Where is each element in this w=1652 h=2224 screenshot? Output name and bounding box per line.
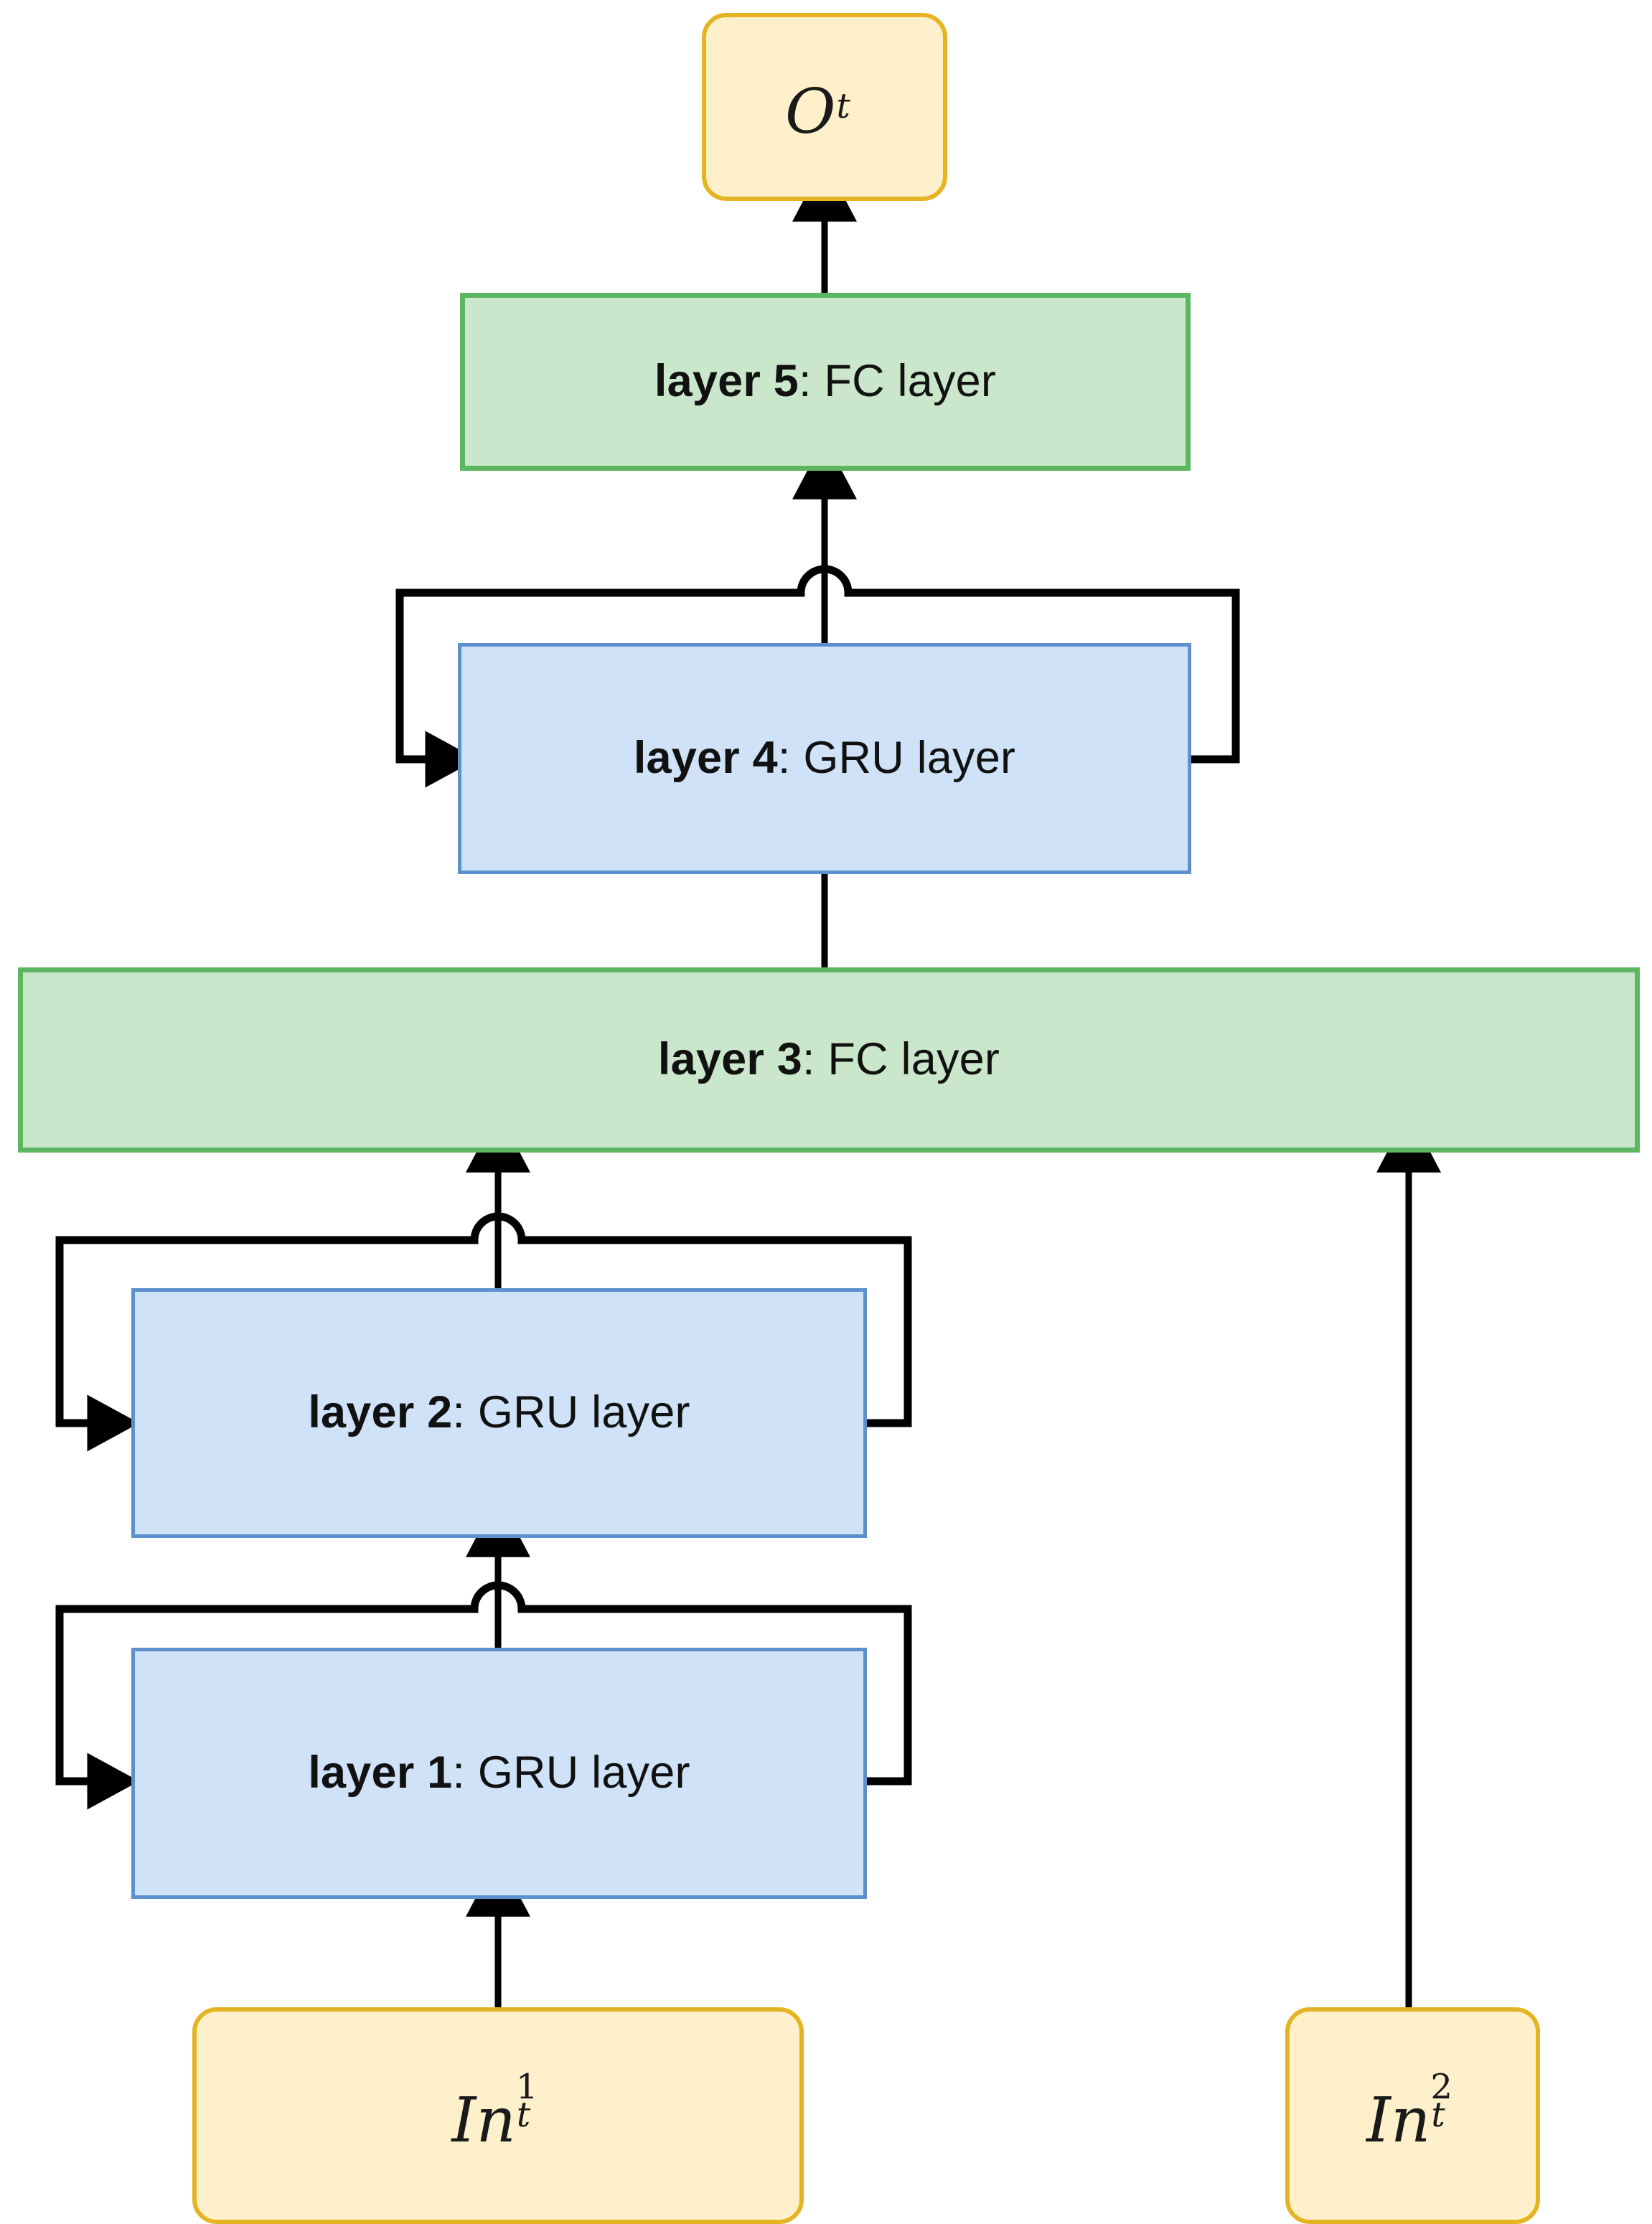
layer3-node[interactable]: layer 3: FC layer (18, 967, 1640, 1153)
layer4-label: layer 4: GRU layer (633, 733, 1016, 784)
layer1-label: layer 1: GRU layer (308, 1747, 690, 1798)
layer3-label: layer 3: FC layer (657, 1034, 1000, 1085)
layer5-label: layer 5: FC layer (654, 356, 997, 407)
layer2-label: layer 2: GRU layer (308, 1387, 690, 1438)
layer2-node[interactable]: layer 2: GRU layer (131, 1288, 867, 1538)
layer5-node[interactable]: layer 5: FC layer (460, 293, 1191, 471)
layer1-node[interactable]: layer 1: GRU layer (131, 1648, 867, 1899)
layer4-node[interactable]: layer 4: GRU layer (458, 643, 1191, 874)
